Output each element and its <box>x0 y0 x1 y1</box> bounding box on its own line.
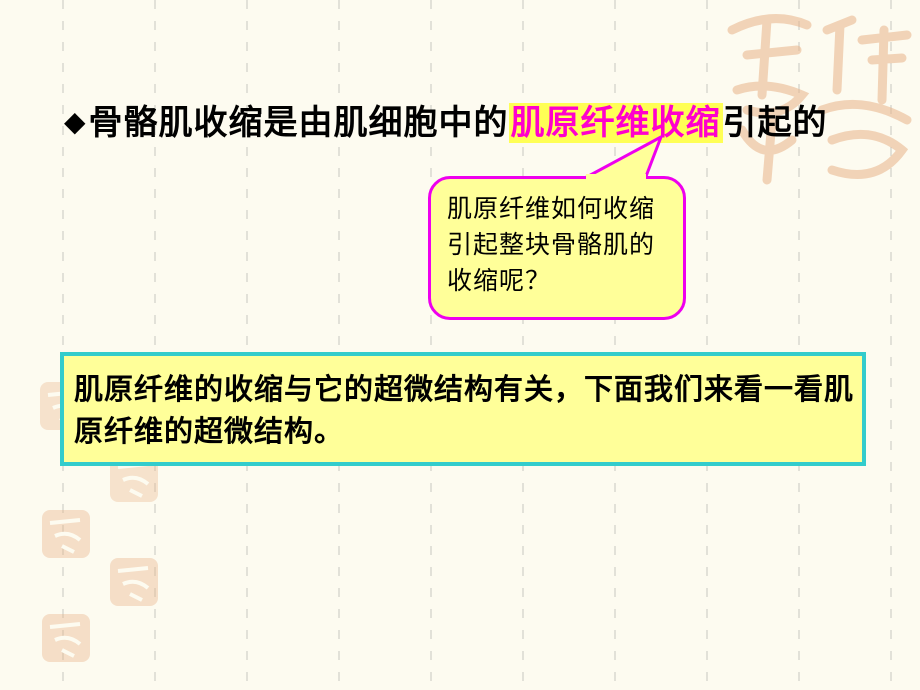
heading-suffix: 引起的 <box>722 103 828 143</box>
auspicious-seal-icon <box>40 612 92 664</box>
callout-tail-joint <box>586 174 646 180</box>
diamond-bullet-icon: ◆ <box>64 105 87 138</box>
question-callout: 肌原纤维如何收缩引起整块骨骼肌的收缩呢？ <box>428 176 686 320</box>
auspicious-seal-icon <box>108 556 160 608</box>
info-box: 肌原纤维的收缩与它的超微结构有关，下面我们来看一看肌原纤维的超微结构。 <box>60 352 866 466</box>
slide-heading: ◆骨骼肌收缩是由肌细胞中的肌原纤维收缩引起的 <box>64 95 904 144</box>
auspicious-seal-icon <box>712 0 920 195</box>
info-text: 肌原纤维的收缩与它的超微结构有关，下面我们来看一看肌原纤维的超微结构。 <box>74 372 855 448</box>
auspicious-seal-icon <box>40 508 92 560</box>
callout-text: 肌原纤维如何收缩引起整块骨骼肌的收缩呢？ <box>447 194 656 295</box>
heading-highlight: 肌原纤维收缩 <box>508 103 723 143</box>
heading-prefix: 骨骼肌收缩是由肌细胞中的 <box>88 103 509 143</box>
